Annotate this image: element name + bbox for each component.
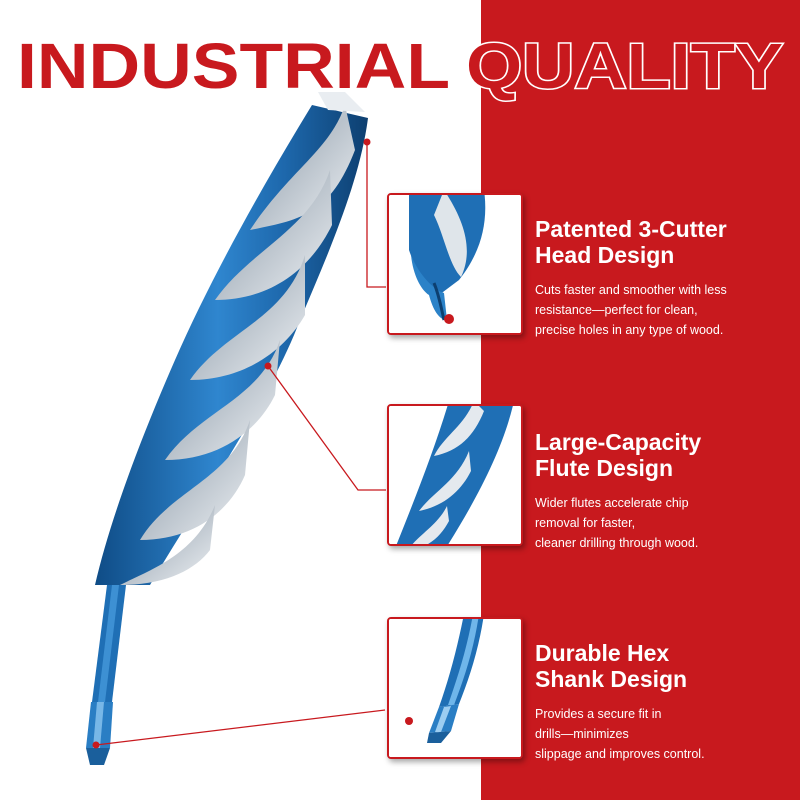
feature-flute: Large-Capacity Flute Design Wider flutes… bbox=[535, 429, 790, 553]
callout-dot-head bbox=[363, 138, 371, 146]
headline-word-industrial: INDUSTRIAL bbox=[17, 30, 450, 102]
cutter-head-thumbnail bbox=[387, 193, 523, 335]
callout-dot-flute bbox=[264, 362, 272, 370]
feature-title: Durable Hex Shank Design bbox=[535, 640, 688, 692]
feature-hex-shank: Durable Hex Shank Design Provides a secu… bbox=[535, 640, 790, 764]
headline: INDUSTRIAL QUALITY bbox=[0, 26, 800, 106]
hex-shank-thumbnail bbox=[387, 617, 523, 759]
hex-shank-end bbox=[86, 702, 113, 765]
feature-description: Wider flutes accelerate chip removal for… bbox=[535, 496, 699, 550]
feature-description: Provides a secure fit in drills—minimize… bbox=[535, 707, 705, 761]
callout-dot-shank bbox=[92, 741, 100, 749]
drill-shank bbox=[92, 585, 126, 702]
feature-title: Large-Capacity Flute Design bbox=[535, 429, 702, 481]
feature-cutter-head: Patented 3-Cutter Head Design Cuts faste… bbox=[535, 216, 790, 340]
red-background-panel bbox=[481, 0, 800, 800]
feature-description: Cuts faster and smoother with less resis… bbox=[535, 283, 727, 337]
callout-leader-lines bbox=[95, 142, 386, 746]
flute-thumbnail bbox=[387, 404, 523, 546]
drill-flute-body bbox=[95, 92, 368, 585]
feature-title: Patented 3-Cutter Head Design bbox=[535, 216, 727, 268]
headline-word-quality: QUALITY bbox=[466, 30, 783, 102]
